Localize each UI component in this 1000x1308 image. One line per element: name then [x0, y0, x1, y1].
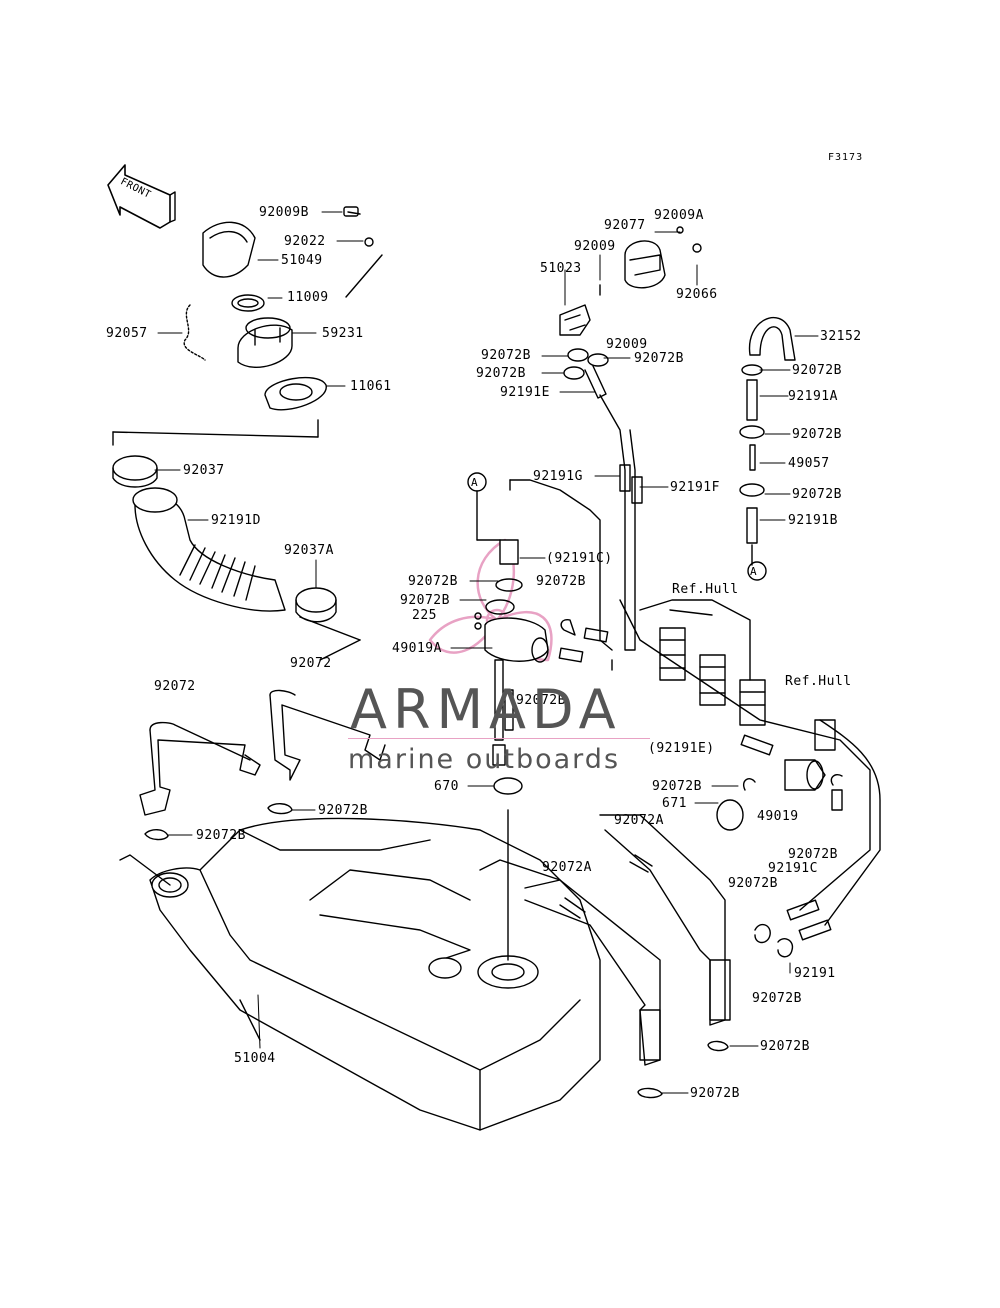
fuel-tank	[119, 809, 601, 1131]
part-label[interactable]: 92072A	[614, 813, 664, 828]
part-label[interactable]: 92072B	[690, 1086, 740, 1101]
part-label[interactable]: 51004	[234, 1051, 276, 1066]
front-arrow-icon	[107, 164, 176, 229]
part-label[interactable]: 49019	[757, 809, 799, 824]
part-label[interactable]: 51049	[281, 253, 323, 268]
part-label[interactable]: 92191C	[768, 861, 818, 876]
part-label[interactable]: 51023	[540, 261, 582, 276]
part-label[interactable]: 59231	[322, 326, 364, 341]
ref-marker-a: A	[750, 565, 758, 578]
hull-clips	[619, 599, 881, 926]
ref-marker-a: A	[471, 476, 479, 489]
part-label[interactable]: 92191B	[788, 513, 838, 528]
part-label[interactable]: 92072B	[481, 348, 531, 363]
part-label[interactable]: 92072B	[400, 593, 450, 608]
part-label[interactable]: 92191D	[211, 513, 261, 528]
fuel-line-assembly	[509, 226, 702, 671]
part-label[interactable]: 92009	[574, 239, 616, 254]
part-label[interactable]: 92072B	[728, 876, 778, 891]
part-label[interactable]: 92072B	[408, 574, 458, 589]
part-label[interactable]: 92072A	[542, 860, 592, 875]
part-label[interactable]: 92191G	[533, 469, 583, 484]
part-label[interactable]: 92191E	[500, 385, 550, 400]
part-label[interactable]: 92072B	[788, 847, 838, 862]
vent-hose-right	[467, 316, 796, 581]
part-label[interactable]: 49057	[788, 456, 830, 471]
part-label[interactable]: 225	[412, 608, 437, 623]
part-label[interactable]: 92077	[604, 218, 646, 233]
ref-hull-label: Ref.Hull	[785, 674, 852, 689]
part-label[interactable]: 11009	[287, 290, 329, 305]
part-label[interactable]: 92009B	[259, 205, 309, 220]
part-label[interactable]: 92072B	[634, 351, 684, 366]
part-label[interactable]: 32152	[820, 329, 862, 344]
part-label[interactable]: 92072B	[652, 779, 702, 794]
part-label[interactable]: 92072B	[792, 487, 842, 502]
watermark-tagline: marine outboards	[348, 744, 621, 775]
part-label[interactable]: 92009A	[654, 208, 704, 223]
straps-left	[139, 689, 386, 816]
part-label[interactable]: (92191C)	[546, 551, 613, 566]
part-label[interactable]: 92037A	[284, 543, 334, 558]
part-label[interactable]: 92037	[183, 463, 225, 478]
part-label[interactable]: 92191	[794, 966, 836, 981]
watermark-divider	[348, 738, 650, 739]
straps-right	[524, 814, 731, 1099]
part-label[interactable]: 11061	[350, 379, 392, 394]
part-label[interactable]: 92072B	[516, 693, 566, 708]
fuel-pump	[474, 539, 609, 795]
part-label[interactable]: 670	[434, 779, 459, 794]
part-label[interactable]: (92191E)	[648, 741, 715, 756]
part-label[interactable]: 92072B	[760, 1039, 810, 1054]
ref-hull-label: Ref.Hull	[672, 582, 739, 597]
diagram-code: F3173	[828, 152, 864, 163]
part-label[interactable]: 92009	[606, 337, 648, 352]
leader-lines	[154, 211, 819, 1094]
part-label[interactable]: 671	[662, 796, 687, 811]
part-label[interactable]: 92057	[106, 326, 148, 341]
part-label[interactable]: 92072	[290, 656, 332, 671]
part-label[interactable]: 92072	[154, 679, 196, 694]
part-label[interactable]: 92022	[284, 234, 326, 249]
part-label[interactable]: 92072B	[792, 427, 842, 442]
watermark-brand: ARMADA	[350, 678, 622, 741]
part-label[interactable]: 92072B	[318, 803, 368, 818]
filler-cap-assembly	[183, 206, 383, 411]
part-label[interactable]: 92191A	[788, 389, 838, 404]
part-label[interactable]: 92072B	[536, 574, 586, 589]
part-label[interactable]: 92066	[676, 287, 718, 302]
part-label[interactable]: 92072B	[792, 363, 842, 378]
part-label[interactable]: 92072B	[752, 991, 802, 1006]
check-valve	[716, 734, 843, 958]
filler-hose	[112, 419, 361, 661]
part-label[interactable]: 92072B	[196, 828, 246, 843]
part-label[interactable]: 49019A	[392, 641, 442, 656]
part-label[interactable]: 92072B	[476, 366, 526, 381]
part-label[interactable]: 92191F	[670, 480, 720, 495]
